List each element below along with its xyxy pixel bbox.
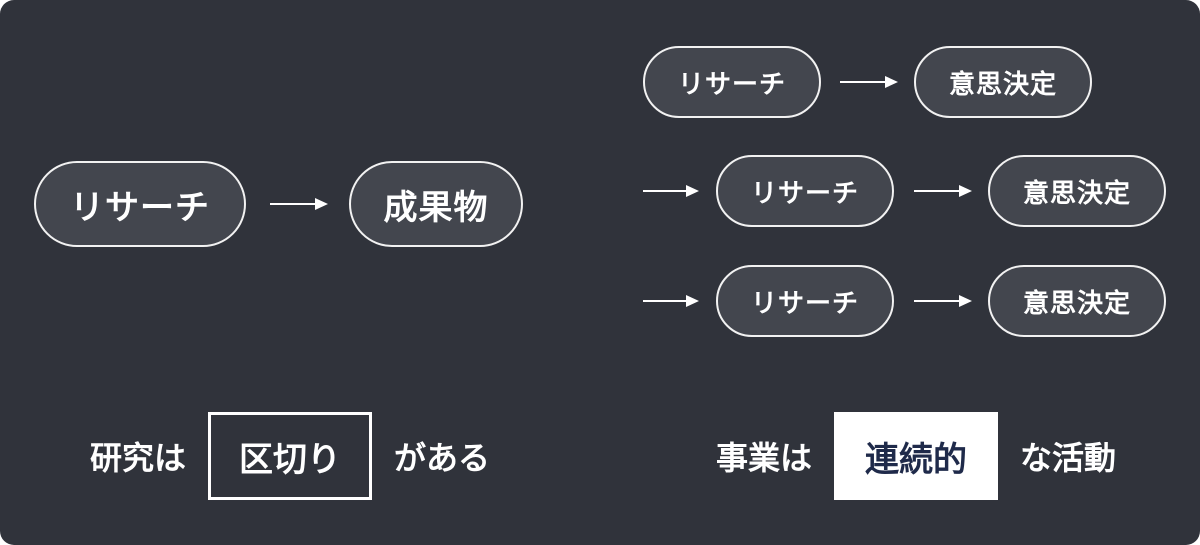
right-caption: 事業は 連続的 な活動: [716, 411, 1116, 501]
right-row1-decision-node: 意思決定: [914, 46, 1092, 118]
left-deliverable-node: 成果物: [349, 161, 523, 247]
left-caption: 研究は 区切り がある: [90, 411, 490, 501]
right-caption-suffix: な活動: [1020, 439, 1117, 477]
right-caption-highlight-box: 連続的: [834, 412, 999, 500]
left-arrow: [270, 196, 328, 212]
right-row3-decision-node: 意思決定: [988, 265, 1166, 337]
right-row1-arrow: [840, 74, 898, 90]
right-row2-arrow: [914, 183, 972, 199]
right-row3-arrow: [914, 293, 972, 309]
right-row2-research-node: リサーチ: [716, 155, 894, 227]
left-caption-highlight-box: 区切り: [208, 412, 373, 500]
left-caption-prefix: 研究は: [90, 439, 187, 477]
right-row2-decision-node: 意思決定: [988, 155, 1166, 227]
right-row1-research-node: リサーチ: [643, 46, 821, 118]
right-row3-research-node: リサーチ: [716, 265, 894, 337]
right-caption-prefix: 事業は: [716, 439, 813, 477]
right-row3-incoming-arrow: [643, 293, 699, 309]
left-research-node: リサーチ: [34, 161, 246, 247]
right-row2-incoming-arrow: [643, 183, 699, 199]
left-caption-suffix: がある: [394, 439, 491, 477]
